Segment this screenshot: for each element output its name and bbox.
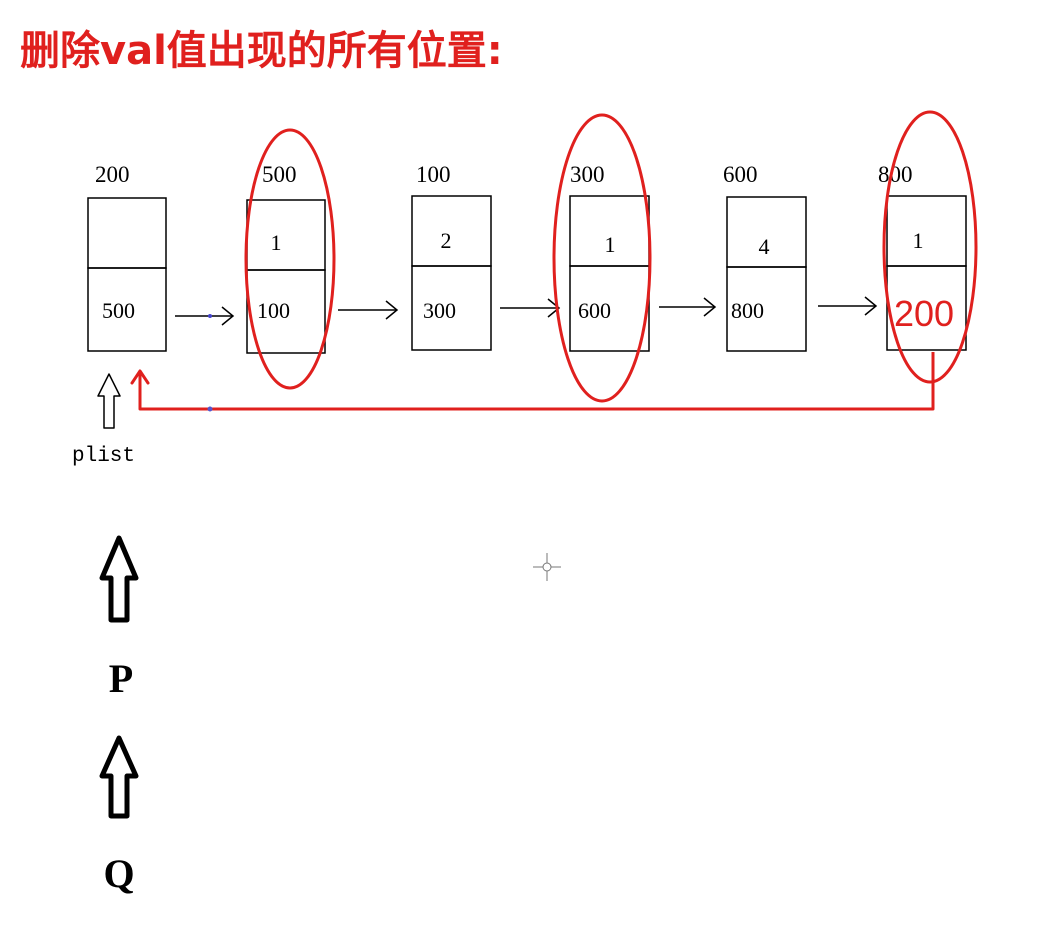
pointer-q-arrow-icon xyxy=(99,735,139,819)
node-next: 200 xyxy=(894,293,954,334)
link-arrow xyxy=(659,297,717,317)
node-next-cell xyxy=(87,267,167,352)
link-arrow xyxy=(175,306,235,326)
pointer-p-arrow-icon xyxy=(99,535,139,623)
node-data-cell xyxy=(411,195,492,267)
node-next: 800 xyxy=(731,298,764,323)
node-data-cell xyxy=(886,195,967,267)
node-address: 200 xyxy=(95,162,130,187)
node-data: 2 xyxy=(441,228,452,253)
link-dot xyxy=(208,314,212,318)
crosshair-cursor-icon xyxy=(533,553,561,581)
node-5: 800 1 200 xyxy=(878,162,967,351)
node-next-cell xyxy=(726,266,807,352)
node-next: 500 xyxy=(102,298,135,323)
node-3: 300 1 600 xyxy=(569,162,650,352)
highlight-circles xyxy=(244,110,978,403)
node-address: 500 xyxy=(262,162,297,187)
node-data: 1 xyxy=(605,232,616,257)
node-next-cell xyxy=(411,265,492,351)
node-next: 300 xyxy=(423,298,456,323)
pointer-q-label: Q xyxy=(103,851,134,896)
node-data: 4 xyxy=(759,234,770,259)
node-data-cell xyxy=(87,197,167,269)
return-link xyxy=(130,352,935,412)
head-pointer-arrow-icon xyxy=(97,373,121,429)
node-next: 100 xyxy=(257,298,290,323)
link-arrow xyxy=(338,300,399,320)
highlight-circle xyxy=(882,110,978,384)
link-arrow xyxy=(818,296,878,316)
node-1: 500 1 100 xyxy=(246,162,326,354)
node-next-cell xyxy=(886,265,967,351)
node-data-cell xyxy=(246,199,326,271)
node-2: 100 2 300 xyxy=(411,162,492,351)
node-0: 200 500 xyxy=(87,162,167,352)
node-data: 1 xyxy=(913,228,924,253)
node-data: 1 xyxy=(271,230,282,255)
node-next-cell xyxy=(246,269,326,354)
node-address: 800 xyxy=(878,162,913,187)
node-address: 600 xyxy=(723,162,758,187)
node-next-cell xyxy=(569,265,650,352)
node-address: 100 xyxy=(416,162,451,187)
node-4: 600 4 800 xyxy=(723,162,807,352)
pointer-p-label: P xyxy=(109,656,133,701)
node-next: 600 xyxy=(578,298,611,323)
head-pointer-label: plist xyxy=(72,445,135,468)
page-title: 删除val值出现的所有位置: xyxy=(20,28,503,74)
node-address: 300 xyxy=(570,162,605,187)
highlight-circle xyxy=(552,113,652,403)
link-arrow xyxy=(500,298,561,318)
highlight-circle xyxy=(244,128,336,390)
link-arrows xyxy=(175,296,878,326)
